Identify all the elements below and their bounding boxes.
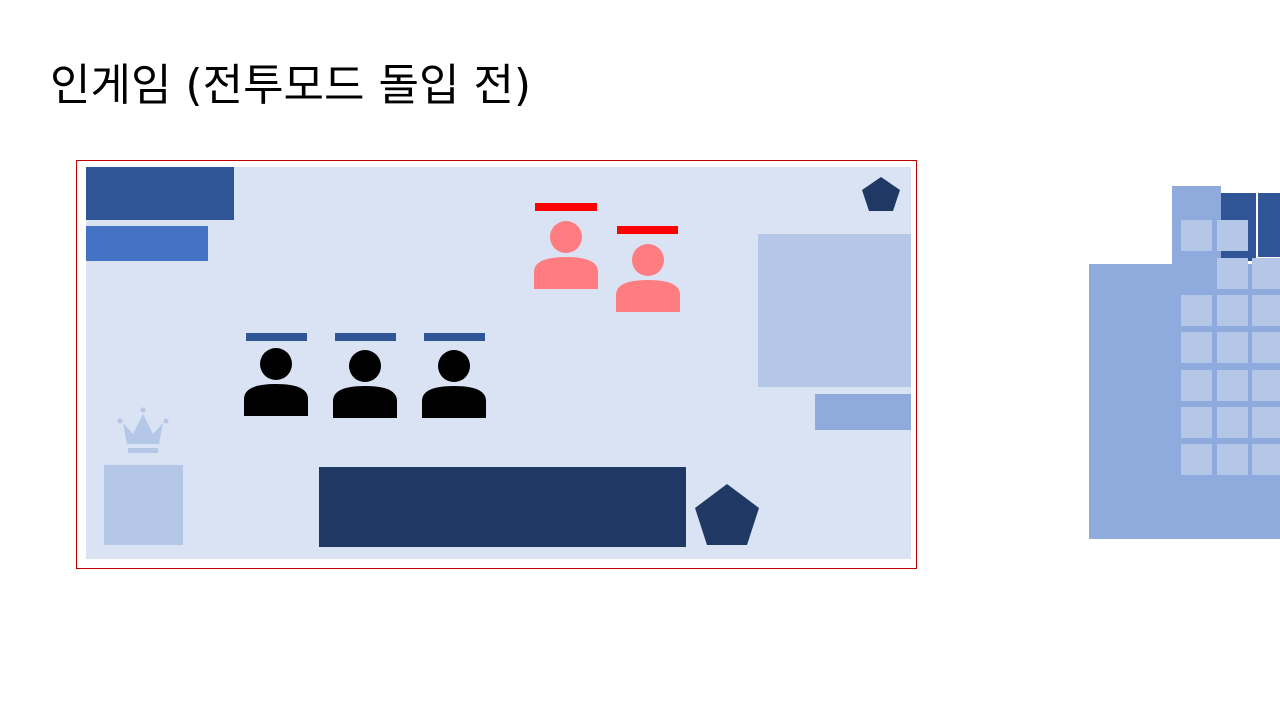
slide-title: 인게임 (전투모드 돌입 전) xyxy=(50,60,532,111)
inventory-slot[interactable] xyxy=(1181,220,1212,251)
inventory-slot[interactable] xyxy=(1181,332,1212,363)
inventory-slot[interactable] xyxy=(1217,258,1248,289)
inventory-slot[interactable] xyxy=(1217,295,1248,326)
enemy-person-icon[interactable] xyxy=(533,220,599,290)
inventory-slot[interactable] xyxy=(1252,295,1280,326)
pentagon-icon[interactable] xyxy=(693,482,761,548)
inventory-slot[interactable] xyxy=(1252,332,1280,363)
top-left-sub-bar[interactable] xyxy=(86,226,208,261)
pentagon-icon[interactable] xyxy=(860,176,902,214)
ally-hp-bar xyxy=(424,333,485,341)
inventory-slot[interactable] xyxy=(1181,370,1212,401)
crown-pedestal[interactable] xyxy=(104,465,183,545)
ally-hp-bar xyxy=(335,333,396,341)
enemy-person-icon[interactable] xyxy=(615,243,681,313)
inventory-slot[interactable] xyxy=(1181,407,1212,438)
enemy-hp-bar xyxy=(617,226,678,234)
inventory-slot[interactable] xyxy=(1252,444,1280,475)
ally-person-icon[interactable] xyxy=(421,349,487,419)
inventory-slot[interactable] xyxy=(1252,370,1280,401)
inventory-slot[interactable] xyxy=(1252,407,1280,438)
inventory-slot[interactable] xyxy=(1217,407,1248,438)
inventory-slot[interactable] xyxy=(1252,258,1280,289)
top-left-status-bar[interactable] xyxy=(86,167,234,220)
inventory-slot[interactable] xyxy=(1181,295,1212,326)
inventory-tab[interactable] xyxy=(1258,193,1280,257)
right-action-button[interactable] xyxy=(815,394,911,430)
inventory-slot[interactable] xyxy=(1217,444,1248,475)
enemy-hp-bar xyxy=(535,203,597,211)
crown-icon[interactable] xyxy=(116,406,170,456)
ally-hp-bar xyxy=(246,333,307,341)
inventory-slot[interactable] xyxy=(1217,370,1248,401)
right-info-panel[interactable] xyxy=(758,234,911,387)
game-screen-frame xyxy=(76,160,917,569)
ally-person-icon[interactable] xyxy=(332,349,398,419)
ally-person-icon[interactable] xyxy=(243,347,309,417)
inventory-slot[interactable] xyxy=(1181,444,1212,475)
bottom-dialog-box[interactable] xyxy=(319,467,686,547)
inventory-slot[interactable] xyxy=(1217,220,1248,251)
inventory-slot[interactable] xyxy=(1217,332,1248,363)
